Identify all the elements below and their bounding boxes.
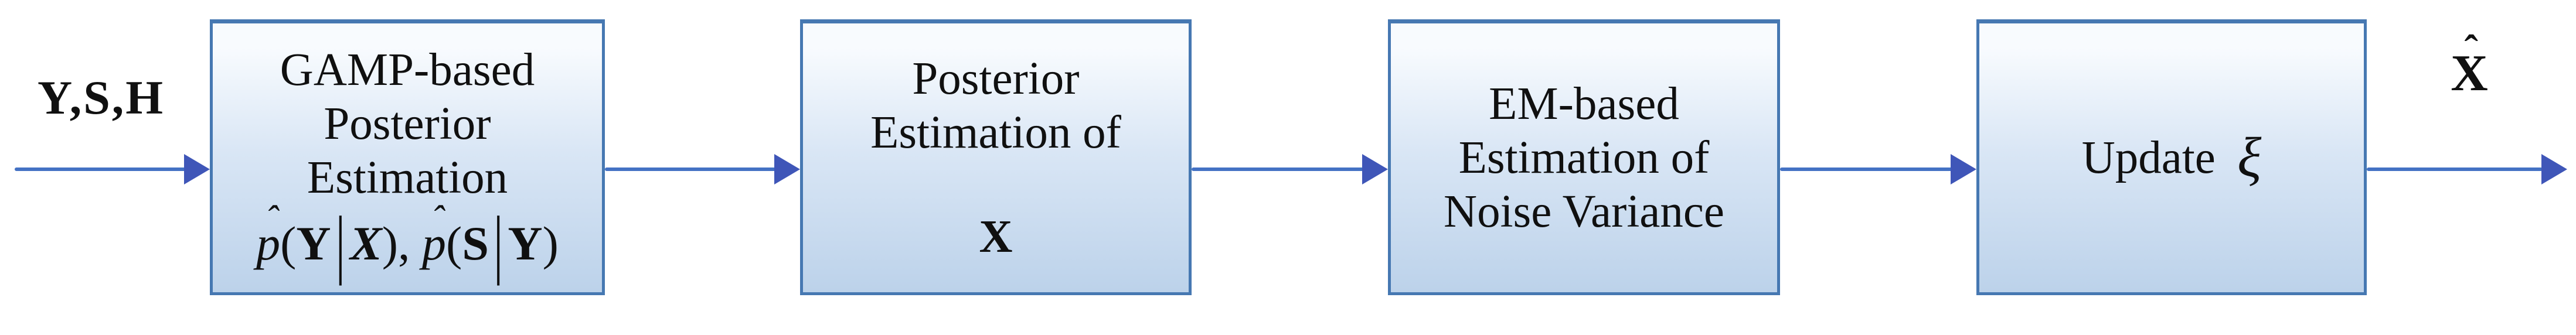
- output-connector-line: [2367, 168, 2543, 171]
- arrow-right-icon: [1362, 154, 1388, 184]
- block-title-line: EM-based: [1489, 78, 1679, 129]
- block-title-line: Posterior: [912, 53, 1080, 104]
- arrow-right-icon: [184, 154, 210, 184]
- arrow-right-icon: [774, 154, 800, 184]
- connector-line: [1192, 168, 1364, 171]
- arrow-right-icon: [2541, 154, 2567, 184]
- arrow-right-icon: [1951, 154, 1976, 184]
- input-label-ysh: Y,S,H: [38, 71, 165, 124]
- block-title-line: Posterior: [324, 98, 491, 149]
- block-title-line: GAMP-based: [280, 44, 535, 95]
- block-title-line: Estimation: [307, 152, 508, 203]
- connector-line: [1780, 168, 1953, 171]
- block-em-noise-variance: EM-based Estimation of Noise Variance: [1388, 19, 1780, 295]
- input-connector-line: [15, 168, 186, 171]
- block-posterior-estimation-x: Posterior Estimation of X: [800, 19, 1192, 295]
- block-title-line: Estimation of: [870, 107, 1121, 158]
- connector-line: [605, 168, 777, 171]
- block-title-line: Estimation of: [1458, 132, 1710, 183]
- block-title-line: Noise Variance: [1444, 186, 1724, 237]
- x-symbol-line: X: [979, 211, 1013, 262]
- block-update-xi: Update ξ: [1976, 19, 2367, 295]
- block-title-line: Update ξ: [2081, 125, 2262, 189]
